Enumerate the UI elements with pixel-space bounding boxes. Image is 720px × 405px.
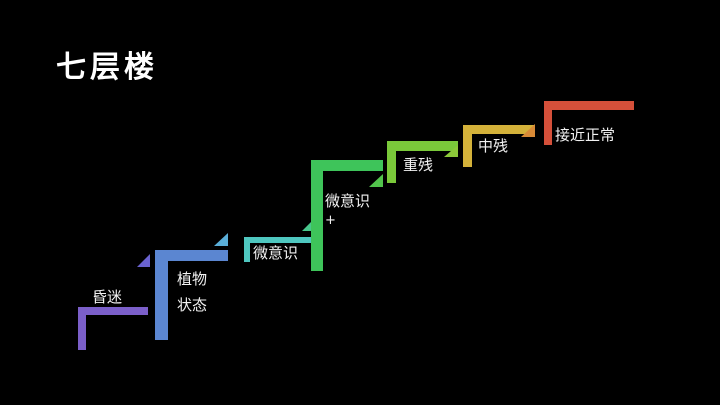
step-6-arrow-icon xyxy=(521,124,535,137)
step-7-riser xyxy=(544,101,552,145)
step-1-label: 昏迷 xyxy=(92,288,123,306)
slide-title: 七层楼 xyxy=(56,50,158,85)
step-4-riser xyxy=(311,160,323,271)
step-4-label-line2: + xyxy=(325,213,336,228)
step-2-tread xyxy=(155,250,228,261)
step-2-arrow-icon xyxy=(214,233,228,246)
step-6-tread xyxy=(463,125,535,134)
step-7-tread xyxy=(544,101,634,110)
step-3-arrow-icon xyxy=(302,221,312,231)
step-6-label: 中残 xyxy=(478,137,509,155)
step-1-arrow-icon xyxy=(137,254,150,267)
step-3-riser xyxy=(244,237,250,262)
step-1-riser xyxy=(78,307,86,350)
step-4-label-line1: 微意识 xyxy=(325,192,371,210)
step-4-tread xyxy=(311,160,383,171)
step-3-tread xyxy=(244,237,312,243)
step-5-arrow-icon xyxy=(444,145,458,157)
step-5-tread xyxy=(387,141,458,151)
step-5-label: 重残 xyxy=(403,156,434,174)
step-2-label-line2: 状态 xyxy=(177,296,208,314)
step-2-riser xyxy=(155,250,168,340)
step-5-riser xyxy=(387,141,396,183)
step-6-riser xyxy=(463,125,472,167)
step-4-arrow-icon xyxy=(369,174,383,187)
step-2-label-line1: 植物 xyxy=(177,270,208,288)
step-1-tread xyxy=(78,307,148,315)
step-7-label: 接近正常 xyxy=(555,126,616,144)
step-3-label: 微意识 xyxy=(253,244,299,262)
